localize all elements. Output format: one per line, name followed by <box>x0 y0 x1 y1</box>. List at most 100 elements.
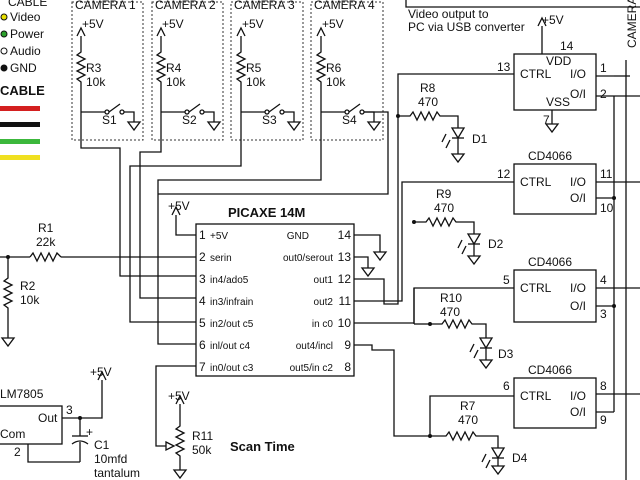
camera-supply-2: +5V <box>162 17 184 31</box>
picaxe-pin-num-3: 3 <box>199 272 206 286</box>
c1-type: tantalum <box>94 466 140 480</box>
picaxe-pin-label-2: serin <box>210 253 232 264</box>
picaxe-title: PICAXE 14M <box>228 205 305 220</box>
camera-title-4: CAMERA 4 <box>314 0 375 12</box>
picaxe-chip: PICAXE 14M +5V 1 +5V 2 serin 3 in4/ado5 … <box>168 199 355 377</box>
switch2-io-pin: 11 <box>600 167 613 181</box>
camera-right-label: CAMERA <box>625 0 639 48</box>
c1-polarity: + <box>86 425 93 439</box>
picaxe-pin-num-5: 5 <box>199 316 206 330</box>
picaxe-pin-num-6: 6 <box>199 338 206 352</box>
regulator-pin-out: 3 <box>66 403 73 417</box>
switch1-vss: VSS <box>546 95 570 109</box>
picaxe-pin-label-14: GND <box>287 231 309 242</box>
r1-value: 22k <box>36 235 56 249</box>
picaxe-pin-label-6: inl/out c4 <box>210 341 250 352</box>
switch1-oi: O/I <box>570 87 586 101</box>
r11-supply: +5V <box>168 389 190 403</box>
legend-swatch-audio <box>0 47 8 55</box>
voltage-regulator: LM7805 Out Com 3 2 +5V + C1 10mfd tantal… <box>0 365 140 480</box>
camera-switch-3: S3 <box>262 113 277 127</box>
picaxe-pin-label-4: in3/infrain <box>210 297 253 308</box>
switch3-resistor: R10 <box>440 291 462 305</box>
camera-supply-4: +5V <box>322 17 344 31</box>
picaxe-pin-label-11: out2 <box>314 297 334 308</box>
switch3-io-pin: 4 <box>600 273 607 287</box>
cable-wire-yellow <box>0 155 40 160</box>
switch1-pin-vss: 7 <box>543 113 550 127</box>
switch2-resistor: R9 <box>436 187 452 201</box>
regulator-com-label: Com <box>0 427 25 441</box>
switch1-supply: +5V <box>542 13 564 27</box>
camera-title-1: CAMERA 1 <box>75 0 136 12</box>
camera-resistor-value-3: 10k <box>246 75 266 89</box>
scan-time-pot: +5V R11 50k Scan Time <box>155 365 295 480</box>
legend-label-audio: Audio <box>10 44 41 58</box>
camera-block-2: CAMERA 2 +5V R4 10k S2 <box>151 0 224 141</box>
camera-resistor-value-1: 10k <box>86 75 106 89</box>
switch2-oi: O/I <box>570 191 586 205</box>
camera-title-2: CAMERA 2 <box>155 0 216 12</box>
legend-label-gnd: GND <box>10 61 37 75</box>
video-note-line1: Video output to <box>408 7 489 21</box>
switch4-oi-pin: 9 <box>600 413 607 427</box>
switch4-io-pin: 8 <box>600 379 607 393</box>
camera-switch-4: S4 <box>342 113 357 127</box>
camera-resistor-1: R3 <box>86 61 102 75</box>
camera-switch-1: S1 <box>102 113 117 127</box>
switch1-vdd: VDD <box>546 54 572 68</box>
picaxe-pin-num-8: 8 <box>344 360 351 374</box>
camera-block-4: CAMERA 4 +5V R6 10k S4 <box>310 0 384 141</box>
switch1-led: D1 <box>472 132 488 146</box>
switch1-oi-pin: 2 <box>600 87 607 101</box>
picaxe-supply: +5V <box>168 199 190 213</box>
camera-supply-1: +5V <box>82 17 104 31</box>
r2-value: 10k <box>20 293 40 307</box>
switch3-oi-pin: 3 <box>600 307 607 321</box>
picaxe-pin-num-4: 4 <box>199 294 206 308</box>
picaxe-pin-num-9: 9 <box>344 338 351 352</box>
switch1-io-pin: 1 <box>600 61 607 75</box>
analog-switch-4: CD4066 CTRL 6 I/O O/I 8 9 R7 470 D4 <box>428 363 640 476</box>
switch1-ctrl: CTRL <box>520 67 552 81</box>
camera-resistor-4: R6 <box>326 61 342 75</box>
legend-label-video: Video <box>10 10 41 24</box>
picaxe-pin-num-11: 11 <box>339 294 352 308</box>
serin-network: R1 22k R2 10k <box>0 221 196 348</box>
switch3-ctrl: CTRL <box>520 281 552 295</box>
scan-time-caption: Scan Time <box>230 439 295 454</box>
switch1-ctrl-pin: 13 <box>497 60 511 74</box>
picaxe-pin-label-3: in4/ado5 <box>210 275 249 286</box>
picaxe-gnd-wires <box>158 111 389 278</box>
analog-switch-2: CD4066 CTRL 12 I/O O/I 11 10 R9 470 D2 <box>412 149 640 266</box>
picaxe-pin-num-14: 14 <box>338 228 352 242</box>
camera-switch-2: S2 <box>182 113 197 127</box>
picaxe-pin-num-2: 2 <box>199 250 206 264</box>
cable-wire-red <box>0 106 40 111</box>
c1-value: 10mfd <box>94 452 127 466</box>
legend-title: CABLE <box>8 0 47 9</box>
camera-resistor-value-4: 10k <box>326 75 346 89</box>
switch4-oi: O/I <box>570 405 586 419</box>
picaxe-pin-label-10: in c0 <box>312 319 334 330</box>
picaxe-pin-num-13: 13 <box>338 250 352 264</box>
legend-swatch-gnd <box>0 64 8 72</box>
cable-wire-black <box>0 122 40 127</box>
switch4-ctrl-pin: 6 <box>503 379 510 393</box>
cable-wire-green <box>0 139 40 144</box>
switch3-resistor-value: 470 <box>440 305 460 319</box>
switch2-oi-pin: 10 <box>600 201 614 215</box>
legend-label-power: Power <box>10 27 44 41</box>
camera-supply-3: +5V <box>242 17 264 31</box>
r11-name: R11 <box>192 429 213 443</box>
switch4-resistor: R7 <box>460 399 476 413</box>
switch3-io: I/O <box>570 281 586 295</box>
legend-swatch-power <box>0 30 8 38</box>
picaxe-pin-num-7: 7 <box>199 360 206 374</box>
switch4-resistor-value: 470 <box>458 413 478 427</box>
switch3-ctrl-pin: 5 <box>503 273 510 287</box>
camera-block-3: CAMERA 3 +5V R5 10k S3 <box>230 0 304 141</box>
switch4-ctrl: CTRL <box>520 389 552 403</box>
regulator-supply: +5V <box>90 365 112 379</box>
